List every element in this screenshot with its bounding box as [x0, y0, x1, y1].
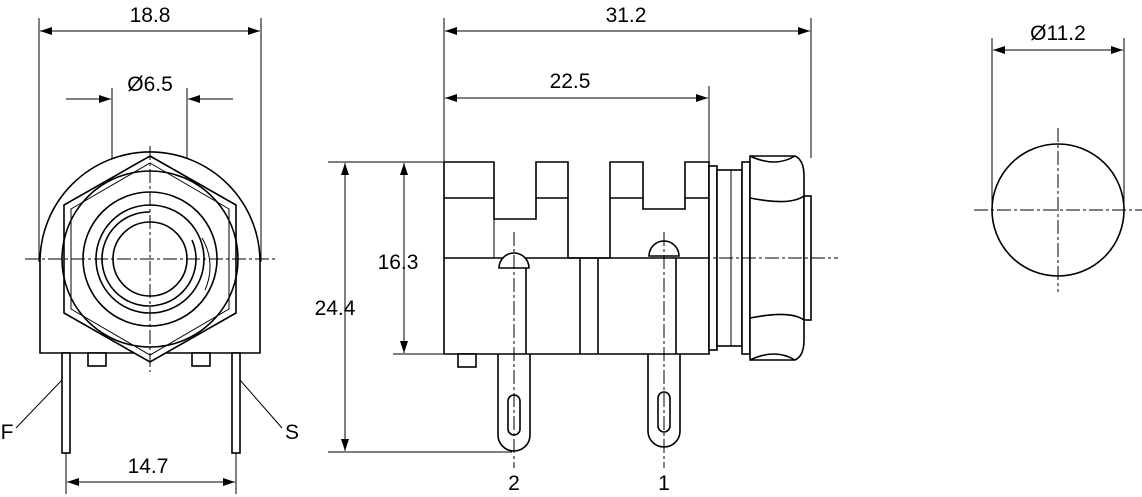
front-bore-label: Ø6.5 — [127, 73, 173, 96]
front-terminal-s — [231, 352, 241, 454]
terminal-s-label: S — [285, 421, 299, 444]
front-peg-right — [191, 352, 211, 367]
dim-side-height: 24.4 — [315, 161, 512, 453]
terminal-f-label: F — [1, 421, 14, 444]
side-height-label: 24.4 — [315, 297, 356, 320]
front-peg-left — [87, 352, 107, 367]
dim-panel-hole: Ø11.2 — [991, 22, 1125, 205]
side-length-label: 31.2 — [606, 4, 647, 27]
panel-hole-label: Ø11.2 — [1030, 22, 1086, 45]
pin-1-label: 1 — [658, 472, 670, 495]
front-pin-spacing-label: 14.7 — [128, 455, 169, 478]
dim-side-body-length: 22.5 — [445, 70, 710, 162]
side-body-length-label: 22.5 — [550, 70, 591, 93]
dim-front-width: 18.8 — [38, 4, 262, 262]
side-view: 31.2 22.5 24.4 16.3 — [315, 4, 838, 495]
pin-2-label: 2 — [508, 472, 520, 495]
front-width-label: 18.8 — [130, 4, 171, 27]
dim-front-pin-spacing: 14.7 — [65, 453, 237, 494]
dim-side-length: 31.2 — [443, 4, 812, 162]
front-view: 18.8 Ø6.5 F — [1, 4, 299, 494]
spring-contact-arc — [101, 211, 197, 307]
panel-cutout-view: Ø11.2 — [974, 22, 1142, 292]
dim-side-body-height: 16.3 — [378, 163, 443, 355]
side-body-height-label: 16.3 — [378, 251, 419, 274]
side-peg — [457, 353, 477, 368]
front-terminal-f — [61, 352, 71, 454]
